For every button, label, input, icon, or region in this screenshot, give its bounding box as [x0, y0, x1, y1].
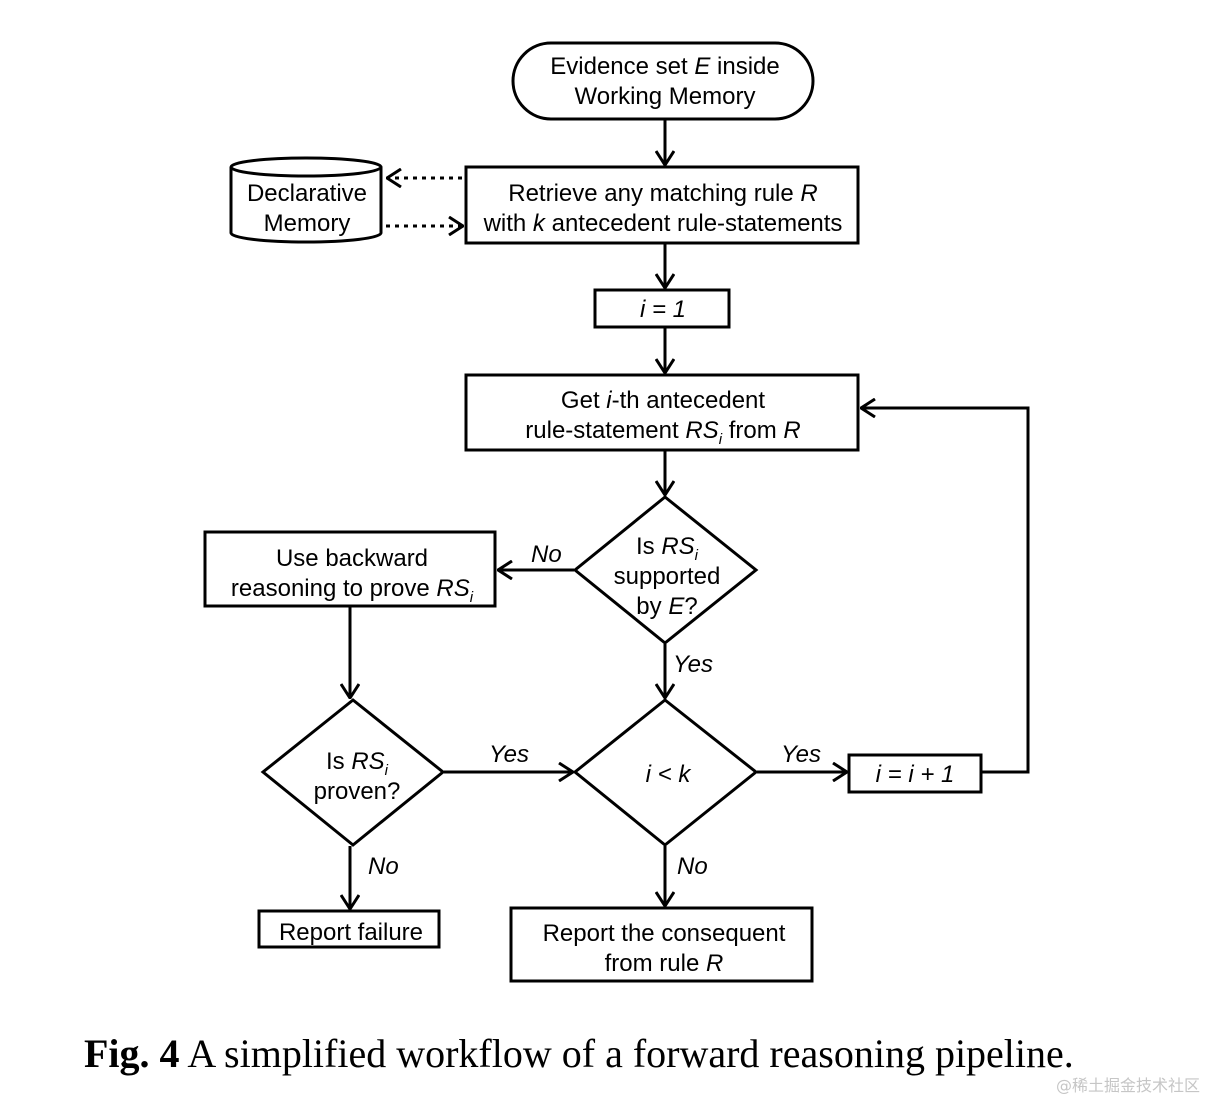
figure-caption-text: A simplified workflow of a forward reaso…	[179, 1031, 1074, 1076]
init-i-box	[593, 288, 731, 329]
figure-caption-label: Fig. 4	[84, 1031, 180, 1076]
i-less-k-diamond	[572, 698, 759, 847]
watermark: @稀土掘金技术社区	[1055, 1076, 1200, 1095]
report-failure-box	[257, 909, 441, 949]
edge-label-less-no: No	[677, 853, 708, 880]
edge-label-proven-no: No	[368, 853, 399, 880]
figure-caption: Fig. 4 A simplified workflow of a forwar…	[84, 1030, 1144, 1077]
edge-label-less-yes: Yes	[781, 741, 821, 768]
init-i-text: i = 1	[640, 296, 686, 323]
loop-arrow-increment-to-get-statement	[861, 408, 1030, 774]
is-proven-diamond	[260, 698, 446, 847]
backward-reasoning-box	[203, 530, 497, 608]
report-consequent-box	[509, 906, 814, 983]
increment-i-text: i = i + 1	[876, 761, 955, 788]
edge-label-proven-yes: Yes	[489, 741, 529, 768]
get-statement-box	[464, 373, 860, 452]
i-less-k-text: i < k	[646, 761, 693, 788]
increment-i-box	[847, 753, 983, 794]
is-supported-diamond	[572, 495, 759, 645]
edge-label-supported-yes: Yes	[673, 651, 713, 678]
declarative-memory-cylinder	[229, 156, 383, 244]
edge-label-supported-no: No	[531, 541, 562, 568]
report-failure-text: Report failure	[279, 919, 423, 946]
start-terminal	[511, 41, 815, 121]
retrieve-rule-box	[464, 165, 860, 245]
